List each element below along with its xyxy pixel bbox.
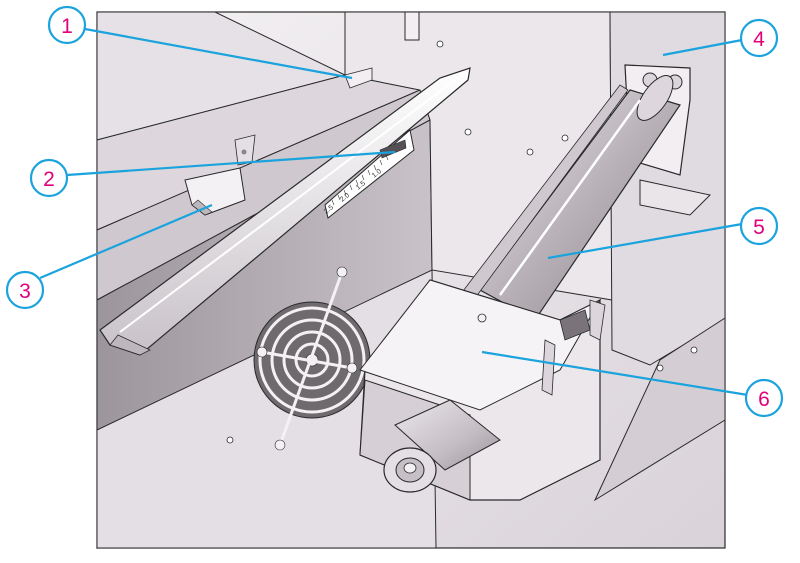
label-guide-rail (99, 67, 471, 356)
scale-label-1-5: 1.5 (355, 180, 367, 192)
leader-line-6 (481, 350, 749, 397)
callout-4-number: 4 (753, 28, 765, 51)
scale-label-2-0: 2.0 (339, 192, 351, 204)
callout-2: 2 (29, 158, 69, 198)
callout-6: 6 (744, 378, 784, 418)
callout-3-number: 3 (19, 280, 31, 303)
leader-line-1 (84, 27, 353, 80)
leader-line-2 (66, 150, 396, 177)
scale-label-1-0: 1.0 (371, 168, 383, 180)
scale-ticks (331, 154, 389, 206)
callout-3: 3 (5, 270, 45, 310)
label-guide-tab (184, 134, 256, 216)
callout-5-number: 5 (753, 216, 765, 239)
leader-line-3 (39, 203, 213, 280)
scale-label-2-5: 2.5 (323, 204, 335, 216)
callout-6-number: 6 (758, 388, 770, 411)
callout-1-number: 1 (61, 15, 73, 38)
leader-line-5 (547, 222, 743, 260)
callout-5: 5 (739, 206, 779, 246)
callout-1: 1 (47, 5, 87, 45)
callout-4: 4 (739, 18, 779, 58)
leader-line-4 (662, 38, 743, 57)
spindle-housing (359, 279, 606, 501)
cooling-fan (253, 266, 371, 451)
leader-lines (39, 27, 749, 397)
callout-2-number: 2 (43, 168, 55, 191)
